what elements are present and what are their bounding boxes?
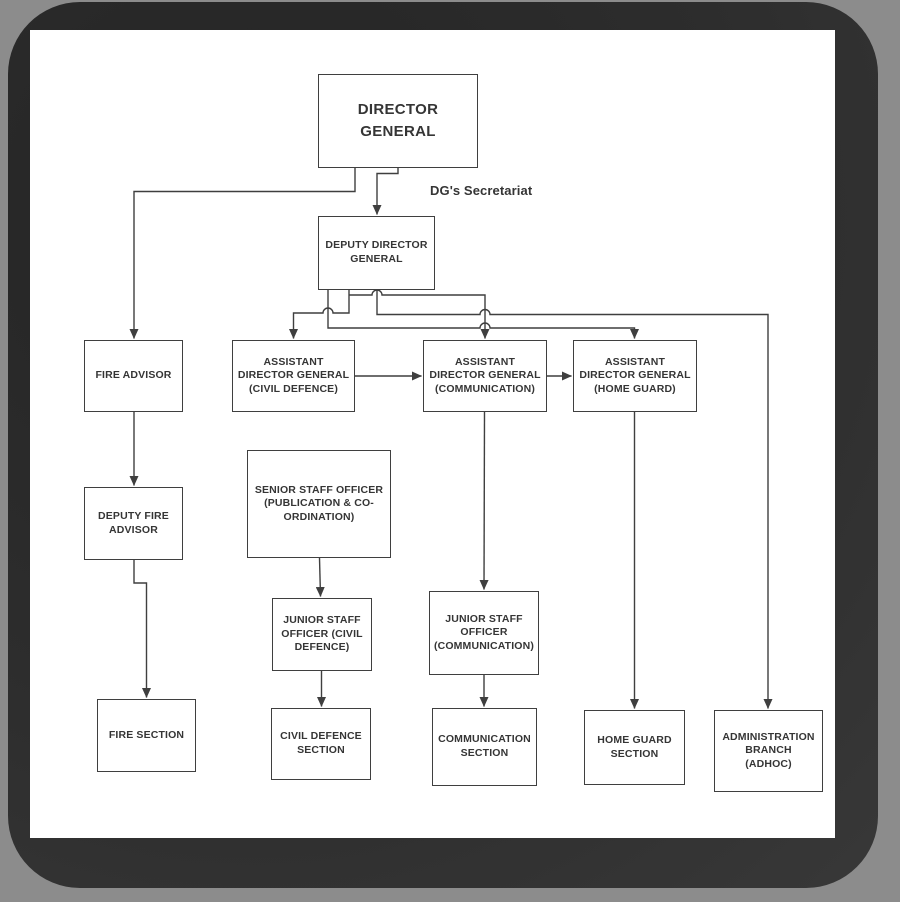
node-deputy-fire-advisor: DEPUTY FIRE ADVISOR bbox=[84, 487, 183, 560]
node-adg-communication: ASSISTANT DIRECTOR GENERAL (COMMUNICATIO… bbox=[423, 340, 547, 412]
node-deputy-director-general-label: DEPUTY DIRECTOR GENERAL bbox=[325, 239, 428, 265]
node-civil-defence-section: CIVIL DEFENCE SECTION bbox=[271, 708, 371, 780]
node-adg-communication-label: ASSISTANT DIRECTOR GENERAL (COMMUNICATIO… bbox=[429, 355, 541, 395]
edge-ddg-to-adg-home-guard bbox=[327, 290, 639, 339]
node-director-general-label: DIRECTOR GENERAL bbox=[357, 101, 439, 140]
edge-ddg-to-adg-communication bbox=[349, 289, 490, 339]
edge-dg-to-ddg bbox=[372, 168, 399, 215]
node-adg-home-guard: ASSISTANT DIRECTOR GENERAL (HOME GUARD) bbox=[573, 340, 697, 412]
node-jso-communication: JUNIOR STAFF OFFICER (COMMUNICATION) bbox=[429, 591, 539, 675]
node-deputy-director-general: DEPUTY DIRECTOR GENERAL bbox=[318, 216, 435, 290]
node-jso-communication-label: JUNIOR STAFF OFFICER (COMMUNICATION) bbox=[433, 612, 535, 652]
node-communication-section-label: COMMUNICATION SECTION bbox=[438, 733, 531, 759]
node-administration-branch: ADMINISTRATION BRANCH (ADHOC) bbox=[714, 710, 823, 792]
node-adg-civil-defence: ASSISTANT DIRECTOR GENERAL (CIVIL DEFENC… bbox=[232, 340, 355, 412]
node-communication-section: COMMUNICATION SECTION bbox=[432, 708, 537, 786]
node-fire-section: FIRE SECTION bbox=[97, 699, 196, 772]
node-senior-staff-officer-label: SENIOR STAFF OFFICER (PUBLICATION & CO- … bbox=[254, 483, 384, 523]
dg-secretariat-label: DG's Secretariat bbox=[430, 183, 533, 198]
edge-ddg-to-adg-civil-defence bbox=[289, 290, 350, 339]
edge-adg-communication-to-jso-communication bbox=[479, 411, 489, 590]
node-director-general: DIRECTOR GENERAL bbox=[318, 74, 478, 168]
node-deputy-fire-advisor-label: DEPUTY FIRE ADVISOR bbox=[98, 509, 169, 536]
node-home-guard-section-label: HOME GUARD SECTION bbox=[597, 733, 672, 760]
edge-deputy-fire-advisor-to-fire-section bbox=[133, 560, 151, 698]
node-adg-home-guard-label: ASSISTANT DIRECTOR GENERAL (HOME GUARD) bbox=[579, 355, 691, 395]
node-adg-civil-defence-label: ASSISTANT DIRECTOR GENERAL (CIVIL DEFENC… bbox=[237, 355, 350, 395]
node-jso-civil-defence: JUNIOR STAFF OFFICER (CIVIL DEFENCE) bbox=[272, 598, 372, 671]
node-senior-staff-officer: SENIOR STAFF OFFICER (PUBLICATION & CO- … bbox=[247, 450, 391, 558]
node-administration-branch-label: ADMINISTRATION BRANCH (ADHOC) bbox=[722, 730, 815, 770]
node-fire-section-label: FIRE SECTION bbox=[108, 728, 185, 741]
node-home-guard-section: HOME GUARD SECTION bbox=[584, 710, 685, 785]
node-fire-advisor: FIRE ADVISOR bbox=[84, 340, 183, 412]
edge-sso-to-jso-civil-defence bbox=[315, 557, 325, 597]
node-jso-civil-defence-label: JUNIOR STAFF OFFICER (CIVIL DEFENCE) bbox=[281, 614, 363, 654]
node-civil-defence-section-label: CIVIL DEFENCE SECTION bbox=[280, 730, 362, 756]
node-fire-advisor-label: FIRE ADVISOR bbox=[95, 369, 172, 382]
